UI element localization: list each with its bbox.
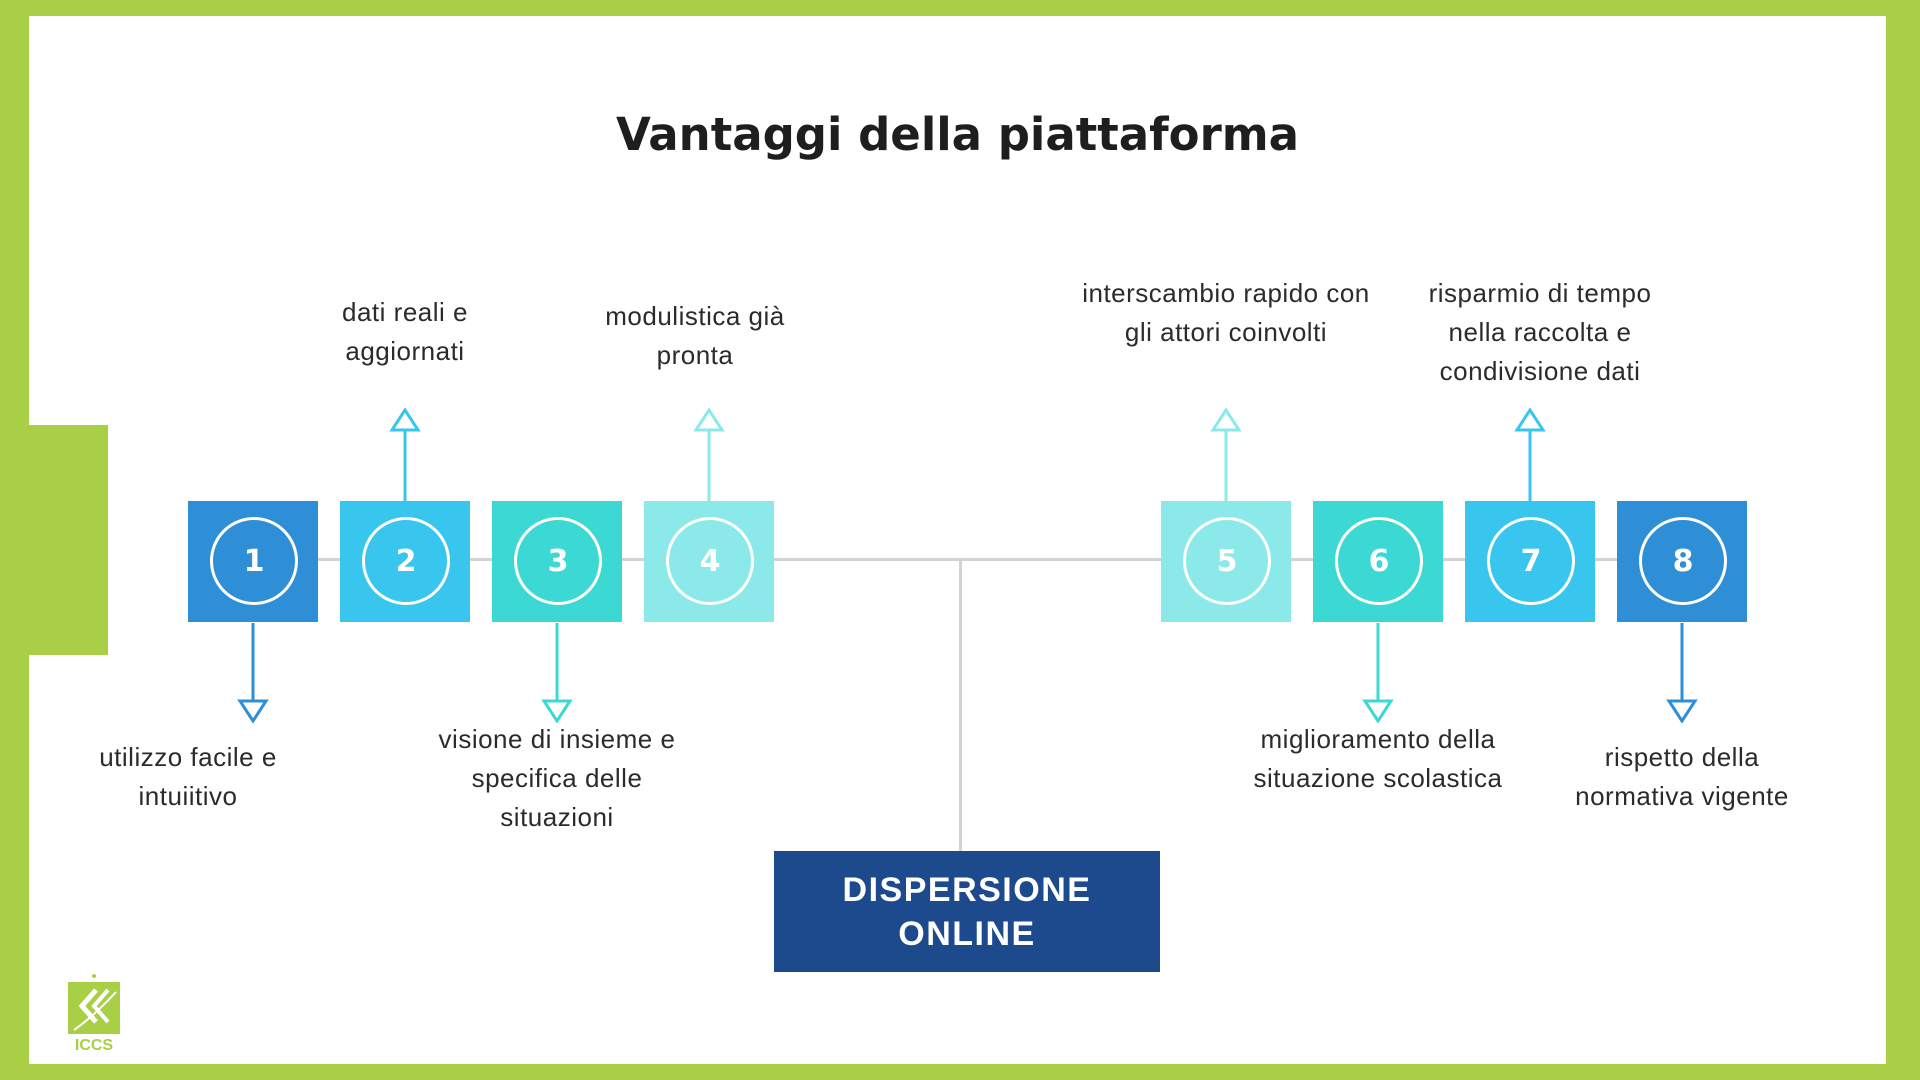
step-1-box: 1 bbox=[188, 501, 318, 622]
step-8-number: 8 bbox=[1639, 517, 1727, 605]
step-5-box: 5 bbox=[1161, 501, 1291, 622]
step-3-box: 3 bbox=[492, 501, 622, 622]
center-topic-box: DISPERSIONE ONLINE bbox=[774, 851, 1160, 972]
step-8-label: rispetto della normativa vigente bbox=[1575, 742, 1789, 811]
step-6-box: 6 bbox=[1313, 501, 1443, 622]
diagram-canvas: Vantaggi della piattaforma 1 2 3 4 5 6 7… bbox=[29, 16, 1886, 1064]
step-2-box: 2 bbox=[340, 501, 470, 622]
side-accent-tab bbox=[29, 425, 108, 655]
step-7-number: 7 bbox=[1487, 517, 1575, 605]
step-8-arrow-down-icon bbox=[1666, 623, 1698, 723]
step-4-label: modulistica già pronta bbox=[605, 301, 785, 370]
step-2-label: dati reali e aggiornati bbox=[342, 297, 468, 366]
step-7-label: risparmio di tempo nella raccolta e cond… bbox=[1428, 278, 1652, 386]
vertical-connector bbox=[959, 559, 962, 851]
page-title: Vantaggi della piattaforma bbox=[615, 108, 1300, 161]
center-topic-label: DISPERSIONE ONLINE bbox=[842, 870, 1092, 953]
step-7-arrow-up-icon bbox=[1514, 408, 1546, 508]
step-3-number: 3 bbox=[514, 517, 602, 605]
step-8-box: 8 bbox=[1617, 501, 1747, 622]
step-2-number: 2 bbox=[362, 517, 450, 605]
step-7-box: 7 bbox=[1465, 501, 1595, 622]
step-3-label: visione di insieme e specifica delle sit… bbox=[438, 724, 676, 832]
step-1-number: 1 bbox=[210, 517, 298, 605]
step-5-number: 5 bbox=[1183, 517, 1271, 605]
step-5-label: interscambio rapido con gli attori coinv… bbox=[1082, 278, 1370, 347]
step-6-label: miglioramento della situazione scolastic… bbox=[1253, 724, 1503, 793]
step-4-box: 4 bbox=[644, 501, 774, 622]
step-6-arrow-down-icon bbox=[1362, 623, 1394, 723]
step-1-arrow-down-icon bbox=[237, 623, 269, 723]
iccs-logo: ICCS bbox=[68, 974, 120, 1054]
step-6-number: 6 bbox=[1335, 517, 1423, 605]
step-5-arrow-up-icon bbox=[1210, 408, 1242, 508]
step-4-arrow-up-icon bbox=[693, 408, 725, 508]
step-1-label: utilizzo facile e intuiitivo bbox=[99, 742, 277, 811]
logo-text: ICCS bbox=[75, 1037, 114, 1054]
step-3-arrow-down-icon bbox=[541, 623, 573, 723]
step-4-number: 4 bbox=[666, 517, 754, 605]
step-2-arrow-up-icon bbox=[389, 408, 421, 508]
